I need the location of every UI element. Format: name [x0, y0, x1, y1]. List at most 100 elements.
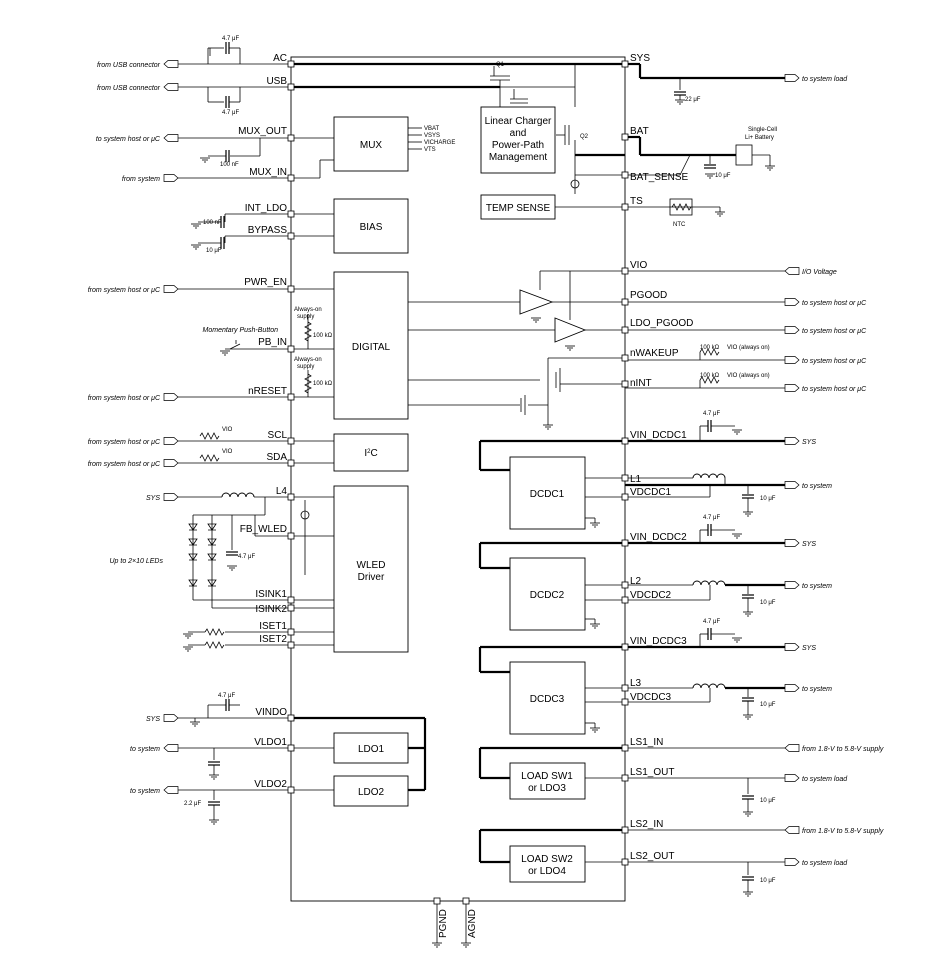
mux-block	[333, 116, 409, 172]
pin-pad-right	[621, 326, 629, 334]
pin-vdcdc2: VDCDC2	[630, 590, 672, 601]
temp-sense-block	[480, 194, 556, 220]
resistor-nwakeup-value: 100 kΩ	[700, 345, 720, 351]
pin-pad-right	[621, 643, 629, 651]
cap-usb-value: 4.7 μF	[222, 110, 239, 116]
nreset-net	[163, 370, 312, 401]
cap-intldo-value: 100 nF	[203, 220, 222, 226]
ac-input-net	[163, 41, 291, 68]
pin-pad-right	[621, 858, 629, 866]
pin-pad-left	[287, 714, 295, 722]
pin-pad-right	[621, 133, 629, 141]
charger-label-2: and	[510, 128, 527, 139]
cap-ls2-value: 10 μF	[760, 878, 776, 884]
pin-pad-right	[621, 826, 629, 834]
wled-label-1: WLED	[357, 560, 386, 571]
pin-pad-left	[287, 232, 295, 240]
cap-bat-value: 10 μF	[715, 173, 731, 179]
label-nwakeup-dest: to system host or μC	[802, 358, 867, 365]
cap-bypass-value: 10 μF	[206, 248, 222, 254]
vldo2-net	[163, 786, 291, 825]
pin-pad-right	[621, 581, 629, 589]
i2c-block	[333, 433, 409, 472]
pb-in-net	[219, 314, 312, 356]
ldo-pgood-comparator	[554, 317, 587, 343]
mux-out-net	[163, 134, 291, 163]
label-vdcdc2-dest: to system	[802, 583, 832, 590]
charger-label-3: Power-Path	[492, 140, 544, 151]
label-leds: Up to 2×10 LEDs	[109, 558, 163, 565]
pin-pgood: PGOOD	[630, 290, 667, 301]
pin-pad-right	[621, 774, 629, 782]
dcdc3-label: DCDC3	[530, 694, 565, 705]
q1-label: Q1	[496, 62, 505, 68]
pin-pad-left	[287, 210, 295, 218]
pin-pb-in: PB_IN	[258, 337, 287, 348]
resistor-nint-value: 100 kΩ	[700, 373, 720, 379]
bat-net	[625, 135, 776, 179]
nwakeup-net	[625, 348, 800, 364]
dcdc1-external	[625, 419, 800, 517]
pin-l3: L3	[630, 678, 642, 689]
pin-pad-left	[287, 604, 295, 612]
charger-label-4: Management	[489, 152, 548, 163]
pin-ac: AC	[273, 53, 287, 64]
pin-mux-out: MUX_OUT	[238, 126, 287, 137]
label-vio-source: I/O Voltage	[802, 269, 837, 276]
i2c-label: I2C	[364, 448, 377, 459]
pin-vdcdc3: VDCDC3	[630, 692, 672, 703]
int-ldo-net	[190, 213, 291, 229]
label-vldo1-dest: to system	[130, 746, 160, 753]
mux-in-net	[163, 174, 291, 182]
label-nreset-source: from system host or μC	[88, 395, 161, 402]
wled-label-2: Driver	[358, 572, 385, 583]
wled-block	[333, 485, 409, 653]
pin-pad-left	[287, 596, 295, 604]
pin-vldo1: VLDO1	[254, 737, 287, 748]
pin-pad-left	[287, 459, 295, 467]
label-ls2-in-source: from 1.8-V to 5.8-V supply	[802, 828, 884, 835]
vio-net	[625, 267, 800, 275]
ls1-label-2: or LDO3	[528, 783, 566, 794]
cap-vindo-value: 4.7 μF	[218, 693, 235, 699]
q1-transistor	[490, 66, 528, 107]
pin-pad-left	[287, 532, 295, 540]
ls2-label-1: LOAD SW2	[521, 854, 573, 865]
pin-agnd: AGND	[467, 909, 478, 938]
pin-pad-right	[621, 267, 629, 275]
mux-input-vsys: VSYS	[424, 133, 440, 139]
ls2-block	[509, 845, 586, 883]
label-vdcdc1-dest: to system	[802, 483, 832, 490]
cap-vin2-value: 4.7 μF	[703, 515, 720, 521]
dcdc3-block	[509, 661, 586, 735]
pin-nwakeup: nWAKEUP	[630, 348, 679, 359]
pin-pad-left	[287, 285, 295, 293]
ldo1-label: LDO1	[358, 744, 385, 755]
pin-pad-left	[287, 786, 295, 794]
pin-pgnd: PGND	[438, 909, 449, 938]
pin-l2: L2	[630, 576, 642, 587]
pin-vin-dcdc3: VIN_DCDC3	[630, 636, 687, 647]
pin-pad-left	[287, 393, 295, 401]
bias-block	[333, 198, 409, 254]
sda-pullup-label: VIO	[222, 449, 233, 455]
resistor-nreset-value: 100 kΩ	[313, 381, 333, 387]
pin-pad-right	[621, 744, 629, 752]
pin-pad-left	[287, 628, 295, 636]
pin-pad-left	[287, 60, 295, 68]
pin-pad-right	[621, 698, 629, 706]
charger-label-1: Linear Charger	[485, 116, 552, 127]
pin-pad-right	[621, 539, 629, 547]
pin-fb-wled: FB_WLED	[240, 524, 287, 535]
bias-label: BIAS	[360, 222, 383, 233]
label-ac-source: from USB connector	[97, 62, 161, 69]
pin-ls1-out: LS1_OUT	[630, 767, 674, 778]
pin-vio: VIO	[630, 260, 647, 271]
pin-pad-left	[287, 437, 295, 445]
mux-input-vicharge: VICHARGE	[424, 140, 455, 146]
current-source-icon	[570, 179, 580, 189]
pin-pad-right	[621, 474, 629, 482]
always-on-2-line1: Always-on	[294, 357, 322, 363]
pin-pad-right	[621, 493, 629, 501]
